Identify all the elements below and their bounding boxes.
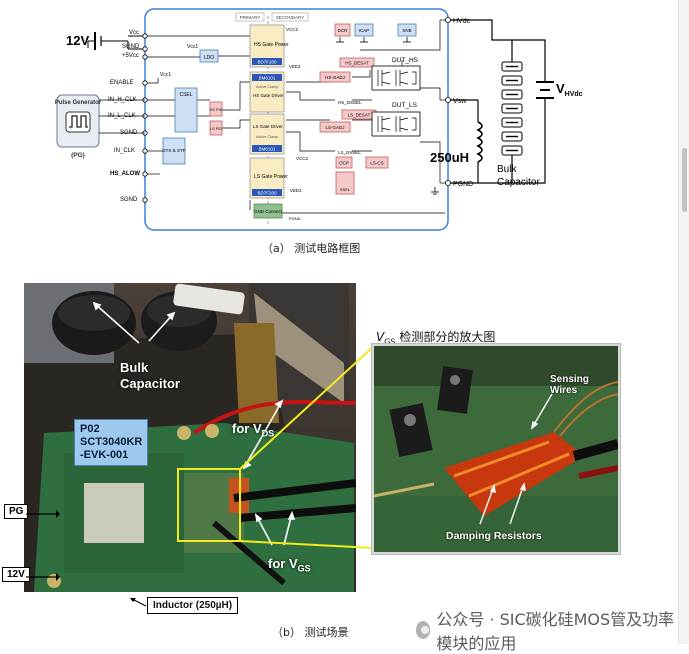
- pin-5vcc: +5Vcc: [122, 53, 139, 59]
- ls-gadj-block: [319, 121, 351, 133]
- dcr-block: [334, 23, 351, 37]
- bulk-cap-label-2: Capacitor: [497, 177, 540, 188]
- ssel-label: SSEL: [340, 187, 351, 192]
- dts-block: [162, 137, 186, 165]
- vgs-callout-box: [177, 468, 241, 542]
- photo-bulk-label-1: Bulk: [120, 360, 149, 375]
- snb-block: [397, 23, 417, 37]
- pin-vcc: Vcc: [129, 30, 139, 36]
- hs-fid-label: HS FID: [209, 107, 222, 112]
- inductor-photo-label: Inductor (250µH): [147, 597, 239, 614]
- for-vgs-label: for VGS: [268, 556, 311, 574]
- dcr-label: DCR: [338, 28, 348, 33]
- damping-resistors-label: Damping Resistors: [446, 530, 542, 542]
- svg-text:VCC2: VCC2: [296, 156, 309, 161]
- pin-vsw: Vsw: [453, 98, 467, 105]
- circuit-diagram: PRIMARY SECONDARY 12V Vcc SGND +5Vcc ENA…: [55, 8, 583, 231]
- supply-12v-label: 12V: [66, 33, 89, 48]
- hs-driver-chip: BM6101: [259, 76, 276, 81]
- hs-gadj-label: HS-GADJ: [325, 75, 345, 80]
- bulk-cap-label-1: Bulk: [497, 164, 517, 175]
- damping-resistor-bundle: [444, 432, 584, 516]
- hs-desat-block: [339, 57, 375, 68]
- test-setup-photo: Bulk Capacitor P02 SCT3040KR -EVK-001 fo…: [24, 283, 356, 592]
- pin-pgnd: PGND: [453, 181, 473, 188]
- pin-hs-alow: HS_ALOW: [110, 171, 140, 177]
- hs-dssel-label: HS_DSSEL: [338, 100, 362, 105]
- hs-gate-driver-label: HS Gate Driver: [253, 93, 284, 98]
- ssel-block: [335, 171, 355, 195]
- svg-text:PGND: PGND: [289, 216, 301, 221]
- pin-hvdc: HVdc: [453, 18, 471, 25]
- ls-cs-block: [365, 156, 389, 169]
- hv-label: VHVdc: [556, 81, 583, 98]
- ldo-label: LDO: [204, 55, 214, 61]
- icap-block: [354, 23, 374, 37]
- pin-enable: ENABLE: [110, 80, 134, 86]
- dts-label: DTS & STP: [162, 148, 185, 153]
- hs-power-chip: BD7F200: [257, 60, 277, 65]
- ls-fid-label: LS FID: [210, 126, 223, 131]
- hs-gadj-block: [319, 71, 351, 83]
- pg-label: PG: [4, 504, 29, 519]
- ls-power-chip: BD7F200: [257, 191, 277, 196]
- vertical-scrollbar[interactable]: [678, 0, 689, 644]
- icap-label: ICAP: [359, 28, 370, 33]
- ocp-block: [335, 156, 353, 169]
- ls-gate-driver-label: LS Gate Driver: [253, 124, 283, 129]
- svg-text:VEE2: VEE2: [289, 64, 301, 69]
- primary-label: PRIMARY: [240, 15, 260, 20]
- pulse-generator-tag: (PG): [71, 152, 85, 159]
- for-vds-label: for VDS: [232, 421, 275, 439]
- pin-sgnd-3: SGND: [120, 197, 138, 203]
- gnd-connect-block: [253, 203, 283, 219]
- csel-block: [174, 87, 198, 133]
- inductor-symbol: [476, 121, 483, 163]
- svg-text:VCC2: VCC2: [286, 27, 299, 32]
- hs-gate-power-label: HS Gate Power: [254, 42, 289, 48]
- svg-text:Vcc1: Vcc1: [160, 72, 171, 78]
- vcc1-label: Vcc1: [187, 44, 198, 50]
- svg-text:VEE2: VEE2: [290, 188, 302, 193]
- watermark-text: 公众号 · SIC碳化硅MOS管及功率模块的应用: [436, 610, 675, 653]
- ls-fid-block: [209, 120, 223, 136]
- ocp-label: OCP: [339, 161, 349, 166]
- pulse-generator-title: Pulse Generator: [55, 100, 102, 106]
- ls-gate-power-label: LS Gate Power: [254, 174, 288, 180]
- watermark: 公众号 · SIC碳化硅MOS管及功率模块的应用: [416, 606, 689, 654]
- photo-bulk-label-2: Capacitor: [120, 376, 180, 391]
- hs-fid-block: [209, 101, 223, 117]
- gnd-connect-label: GND Connect: [254, 209, 283, 214]
- csel-label: CSEL: [179, 92, 192, 98]
- figure-a-caption: （a） 测试电路框图: [262, 242, 361, 255]
- secondary-label: SECONDARY: [276, 15, 304, 20]
- scrollbar-thumb[interactable]: [682, 148, 687, 212]
- dut-hs-label: DUT_HS: [392, 57, 419, 64]
- ls-gadj-label: LS-GADJ: [325, 125, 344, 130]
- figure-b-caption: （b） 测试场景: [272, 626, 349, 639]
- hs-desat-label: HS_DESAT: [345, 61, 369, 66]
- wechat-icon: [416, 621, 431, 639]
- svg-text:Active Clamp: Active Clamp: [256, 135, 278, 139]
- ls-dssel-label: LS_DSSEL: [338, 150, 361, 155]
- snb-label: SNB: [402, 28, 411, 33]
- ldo-block: [199, 49, 219, 63]
- pin-in-clk: IN_CLK: [114, 148, 135, 154]
- ls-desat-label: LS_DESAT: [348, 113, 371, 118]
- evk-board-label: P02 SCT3040KR -EVK-001: [74, 419, 149, 466]
- svg-text:Active Clamp: Active Clamp: [256, 85, 278, 89]
- pin-sgnd-1: SGND: [122, 44, 140, 50]
- ls-driver-chip: BM6101: [259, 147, 276, 152]
- inductor-label: 250uH: [430, 150, 469, 165]
- inset-title: VGS 检测部分的放大图: [376, 330, 496, 347]
- ls-cs-label: LS-CS: [370, 161, 383, 166]
- v12-label: 12V: [2, 567, 30, 582]
- dut-ls-label: DUT_LS: [392, 102, 418, 109]
- pulse-wave-icon: [69, 115, 88, 128]
